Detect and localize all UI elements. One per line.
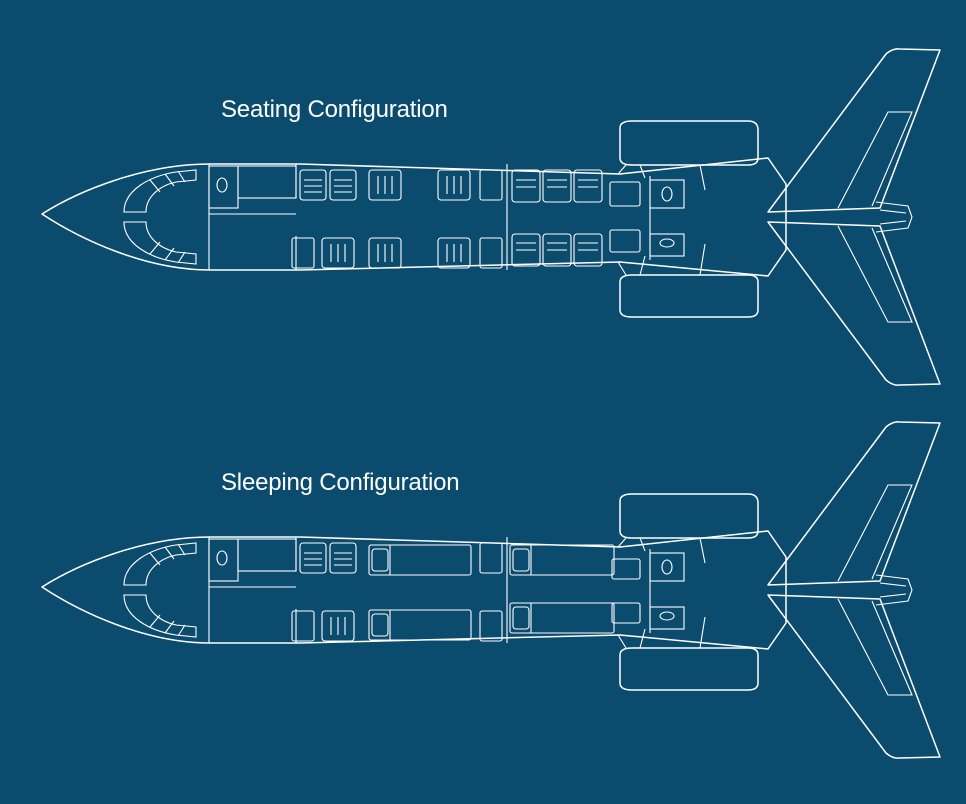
upper-tail-fin bbox=[767, 48, 941, 213]
sleeping-configuration-title: Sleeping Configuration bbox=[221, 469, 460, 496]
lower-bed-row bbox=[291, 602, 641, 642]
lower-engine-pylon bbox=[617, 616, 706, 649]
upper-tail-fin-inner bbox=[837, 484, 913, 582]
sleeping-plane-diagram bbox=[0, 403, 966, 763]
upper-seat-row bbox=[299, 169, 641, 207]
cockpit-lower bbox=[123, 221, 197, 265]
lower-engine bbox=[619, 647, 759, 691]
lower-tail-fin-inner bbox=[837, 225, 913, 323]
toilet-icon bbox=[661, 559, 673, 575]
seating-configuration-title: Seating Configuration bbox=[221, 96, 448, 123]
cockpit-window-segments bbox=[149, 543, 186, 637]
fuselage-outline bbox=[41, 163, 621, 271]
galley-unit bbox=[237, 165, 297, 199]
upper-tail-fin-inner bbox=[837, 111, 913, 209]
lav-unit-lower bbox=[649, 233, 685, 257]
upper-bed-row bbox=[299, 542, 641, 580]
lower-engine bbox=[619, 274, 759, 318]
tail-section bbox=[619, 157, 787, 277]
sink-icon bbox=[216, 550, 228, 566]
galley-unit bbox=[237, 538, 297, 572]
toilet-icon-lower bbox=[659, 238, 675, 248]
tail-cone bbox=[875, 201, 913, 233]
tail-section bbox=[619, 530, 787, 650]
lav-unit bbox=[649, 552, 685, 582]
upper-tail-fin bbox=[767, 421, 941, 586]
lower-tail-fin-inner bbox=[837, 598, 913, 696]
fuselage-outline bbox=[41, 536, 621, 644]
lower-tail-fin bbox=[767, 594, 941, 759]
upper-engine bbox=[619, 120, 759, 166]
cockpit-lower bbox=[123, 594, 197, 638]
seating-plane-diagram bbox=[0, 30, 966, 390]
sink-icon bbox=[216, 177, 228, 193]
lav-unit bbox=[649, 179, 685, 209]
tail-cone bbox=[875, 574, 913, 606]
upper-engine-pylon bbox=[617, 164, 706, 191]
lower-seat-row bbox=[291, 229, 641, 269]
cockpit-upper bbox=[123, 542, 197, 586]
lav-unit-lower bbox=[649, 606, 685, 630]
closet bbox=[208, 165, 239, 209]
lower-tail-fin bbox=[767, 221, 941, 386]
upper-engine-pylon bbox=[617, 537, 706, 564]
closet bbox=[208, 538, 239, 582]
toilet-icon-lower bbox=[659, 611, 675, 621]
toilet-icon bbox=[661, 186, 673, 202]
upper-engine bbox=[619, 493, 759, 539]
lower-engine-pylon bbox=[617, 243, 706, 276]
cockpit-upper bbox=[123, 169, 197, 213]
cockpit-window-segments bbox=[149, 170, 186, 264]
